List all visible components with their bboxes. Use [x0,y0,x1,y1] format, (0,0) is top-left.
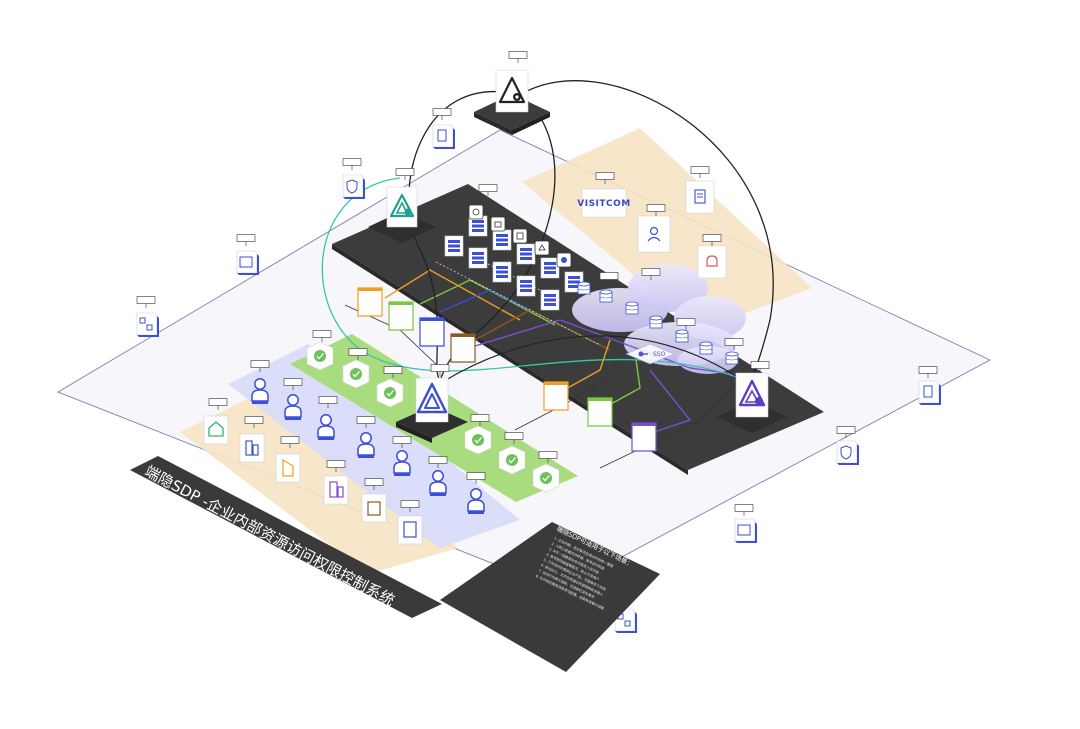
role-tiles: · [357,287,657,452]
translate-icon [737,524,751,536]
globe-icon [404,208,412,216]
user-settings-icon [647,226,661,242]
user-management-card [637,215,671,253]
sso-service[interactable]: SSO [625,343,675,365]
sdp-cloud-gateway[interactable] [716,372,788,433]
vendor-logo: VISITCOM [577,199,631,209]
service-icons [468,204,572,268]
document-icon [437,129,447,142]
label-tag [136,296,156,309]
connection-lines [344,269,741,469]
label-tag [690,166,710,179]
key-icon [638,351,648,357]
bell-icon [706,255,718,267]
zone-users [228,344,520,548]
label-tag [734,504,754,517]
label-tag [342,158,362,171]
scenario-notes: 端隐SDP可适用于以下场景： 1. 企业内部、无论有无应用对外的统一管理 2. … [440,522,660,672]
network-icon [139,317,153,331]
zone-branch-offices [180,383,458,574]
translate-icon [239,256,253,268]
alert-card [697,245,727,279]
branch-office-icons [203,415,423,545]
document-card [685,180,715,214]
label-tag [508,51,528,64]
sdp-client-gateway[interactable] [396,377,468,443]
document-icon [694,189,706,204]
svg-text:·: · [369,301,370,305]
user-badge-icon [755,397,763,405]
sso-label: SSO [653,351,666,358]
vendor-card: VISITCOM [577,188,631,218]
document-icon [923,385,933,398]
sdp-gateway-teal[interactable] [368,186,436,243]
label-tag [236,234,256,247]
gear-icon [513,93,521,101]
shield-icon [346,179,358,194]
sdp-controller-top[interactable] [474,69,550,135]
shield-icon [840,445,852,460]
